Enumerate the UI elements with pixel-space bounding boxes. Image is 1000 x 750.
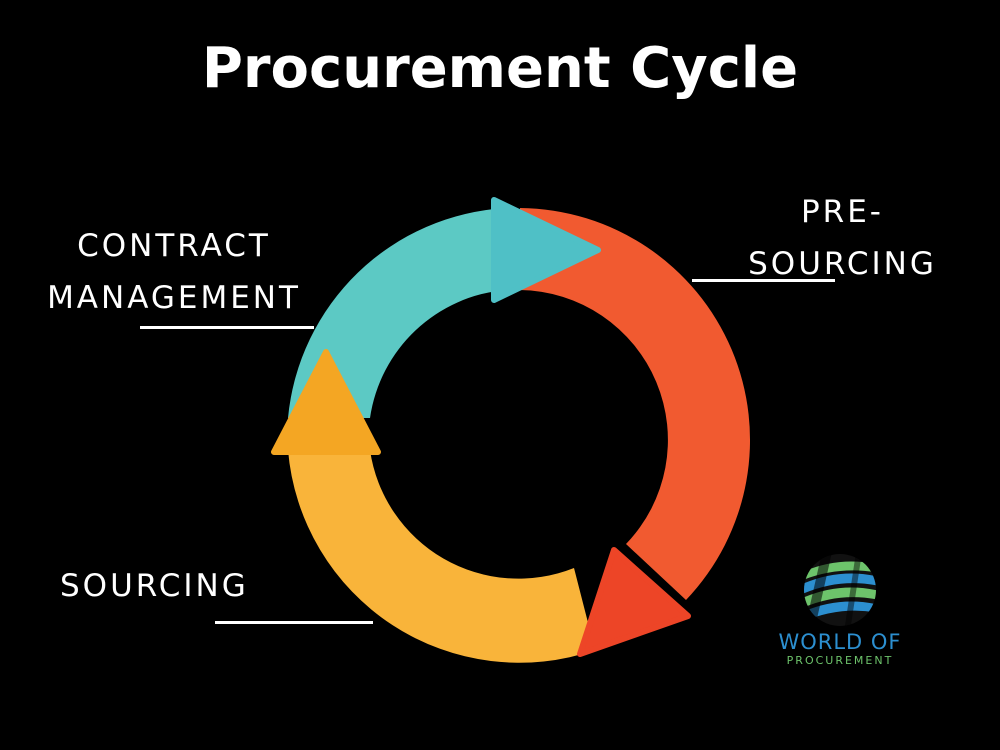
contract-management-label-line2: MANAGEMENT bbox=[47, 280, 301, 316]
contract-management-arc bbox=[288, 208, 506, 418]
sourcing-arrowhead bbox=[271, 349, 381, 455]
contract-management-label-line1: CONTRACT bbox=[77, 228, 271, 264]
pre-sourcing-label-line2: SOURCING bbox=[748, 246, 937, 282]
sourcing-label: SOURCING bbox=[60, 568, 249, 604]
pre-sourcing-arrowhead bbox=[577, 547, 691, 657]
contract-management-leader-line bbox=[140, 326, 314, 329]
pre-sourcing-label-line1: PRE- bbox=[800, 194, 884, 230]
contract-management-arrowhead bbox=[491, 197, 601, 303]
contract-management-label: CONTRACT MANAGEMENT bbox=[24, 220, 324, 324]
brand-logo: WORLD OF PROCUREMENT bbox=[752, 552, 928, 667]
logo-text-line1: WORLD OF bbox=[778, 630, 902, 654]
sourcing-arc bbox=[288, 450, 595, 663]
pre-sourcing-arc bbox=[520, 208, 751, 600]
globe-icon bbox=[804, 554, 876, 626]
sourcing-leader-line bbox=[215, 621, 373, 624]
pre-sourcing-leader-line bbox=[692, 279, 835, 282]
page-title: Procurement Cycle bbox=[201, 36, 799, 101]
pre-sourcing-label: PRE- SOURCING bbox=[735, 186, 950, 290]
logo-text-line2: PROCUREMENT bbox=[786, 654, 894, 667]
